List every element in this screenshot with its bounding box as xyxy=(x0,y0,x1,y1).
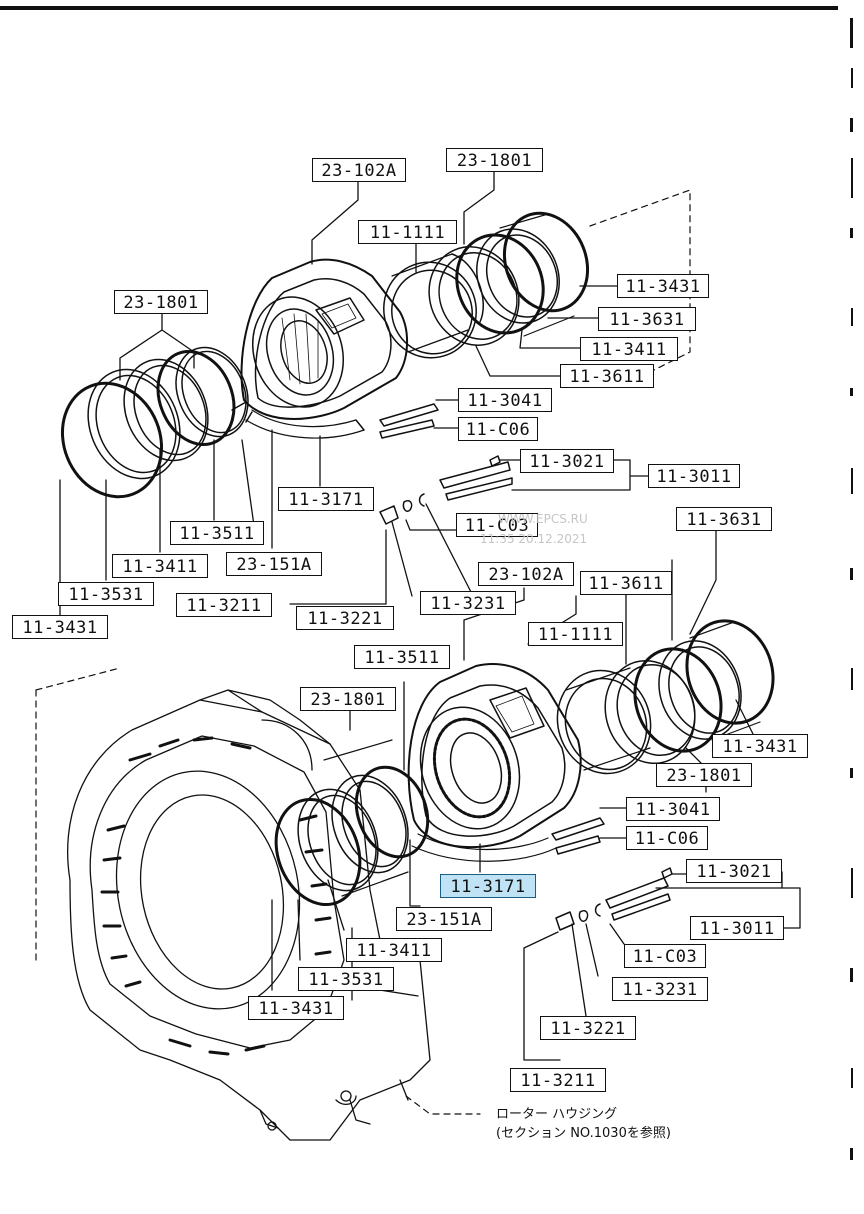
dashed-guides xyxy=(35,189,691,1115)
part-label-11-1111-upper[interactable]: 11-1111 xyxy=(358,220,457,244)
upper-rotor-housing xyxy=(231,258,409,439)
part-label-11-c06-upper[interactable]: 11-C06 xyxy=(458,417,538,441)
front-housing-casting xyxy=(67,689,431,1141)
lower-right-rings xyxy=(556,619,775,775)
part-label-23-1801-upper-right[interactable]: 23-1801 xyxy=(446,148,543,172)
part-label-11-3431-upper-left[interactable]: 11-3431 xyxy=(12,615,108,639)
part-label-11-3411-upper-left[interactable]: 11-3411 xyxy=(112,554,208,578)
part-label-11-c03-lower[interactable]: 11-C03 xyxy=(624,944,706,968)
part-label-11-3511-lower[interactable]: 11-3511 xyxy=(354,645,450,669)
part-label-11-3411-upper-right[interactable]: 11-3411 xyxy=(580,337,678,361)
lower-left-rings xyxy=(274,739,430,907)
part-label-23-1801-lower-left[interactable]: 23-1801 xyxy=(300,687,396,711)
part-label-23-1801-upper-left[interactable]: 23-1801 xyxy=(114,290,208,314)
part-label-11-3611-lower[interactable]: 11-3611 xyxy=(580,571,672,595)
part-label-11-3221-upper[interactable]: 11-3221 xyxy=(296,606,394,630)
part-label-11-3021-upper[interactable]: 11-3021 xyxy=(520,449,614,473)
part-label-11-3631-upper[interactable]: 11-3631 xyxy=(598,307,696,331)
reference-note-line2: (セクション NO.1030を参照) xyxy=(496,1126,671,1141)
part-label-23-102a-lower[interactable]: 23-102A xyxy=(478,562,574,586)
part-label-23-1801-lower-right[interactable]: 23-1801 xyxy=(656,763,752,787)
part-label-11-3511-upper[interactable]: 11-3511 xyxy=(170,521,264,545)
part-label-11-3011-upper[interactable]: 11-3011 xyxy=(648,464,740,488)
part-label-11-c06-lower[interactable]: 11-C06 xyxy=(626,826,708,850)
part-label-11-3431-lower-left[interactable]: 11-3431 xyxy=(248,996,344,1020)
part-label-23-151a-lower[interactable]: 23-151A xyxy=(396,907,492,931)
part-label-11-3631-lower[interactable]: 11-3631 xyxy=(676,507,772,531)
part-label-23-102a-upper[interactable]: 23-102A xyxy=(312,158,406,182)
part-label-11-3431-lower-right[interactable]: 11-3431 xyxy=(712,734,808,758)
part-label-11-1111-lower[interactable]: 11-1111 xyxy=(528,622,623,646)
upper-right-rings xyxy=(383,211,590,359)
part-label-11-3171-lower-highlighted[interactable]: 11-3171 xyxy=(440,874,536,898)
watermark-timestamp: 11:35 20.12.2021 xyxy=(480,532,588,546)
part-label-23-151a-upper[interactable]: 23-151A xyxy=(226,552,322,576)
scan-edge-marks xyxy=(850,18,853,1160)
watermark-site: WWW.EPCS.RU xyxy=(498,512,588,526)
reference-note-line1: ローター ハウジング xyxy=(496,1107,618,1122)
part-label-11-3011-lower[interactable]: 11-3011 xyxy=(690,916,784,940)
part-label-11-3431-upper-right[interactable]: 11-3431 xyxy=(617,274,709,298)
part-label-11-3211-upper[interactable]: 11-3211 xyxy=(176,593,272,617)
part-label-11-c03-upper[interactable]: 11-C03 xyxy=(456,513,538,537)
top-rule xyxy=(0,6,838,10)
part-label-11-3221-lower[interactable]: 11-3221 xyxy=(540,1016,636,1040)
leader-lines xyxy=(59,171,801,1061)
upper-left-rings xyxy=(60,346,249,499)
part-label-11-3531-lower[interactable]: 11-3531 xyxy=(298,967,394,991)
part-label-11-3531-upper[interactable]: 11-3531 xyxy=(58,582,154,606)
part-label-11-3211-lower[interactable]: 11-3211 xyxy=(510,1068,606,1092)
part-label-11-3231-upper[interactable]: 11-3231 xyxy=(420,591,516,615)
part-label-11-3171-upper[interactable]: 11-3171 xyxy=(278,487,374,511)
part-label-11-3411-lower[interactable]: 11-3411 xyxy=(346,938,442,962)
part-label-11-3231-lower[interactable]: 11-3231 xyxy=(612,977,708,1001)
lower-rotor-housing xyxy=(407,663,582,862)
part-label-11-3611-upper[interactable]: 11-3611 xyxy=(560,364,654,388)
part-label-11-3041-lower[interactable]: 11-3041 xyxy=(626,797,720,821)
part-label-11-3041-upper[interactable]: 11-3041 xyxy=(458,388,552,412)
upper-seal-strips xyxy=(379,403,513,525)
part-label-11-3021-lower[interactable]: 11-3021 xyxy=(686,859,782,883)
